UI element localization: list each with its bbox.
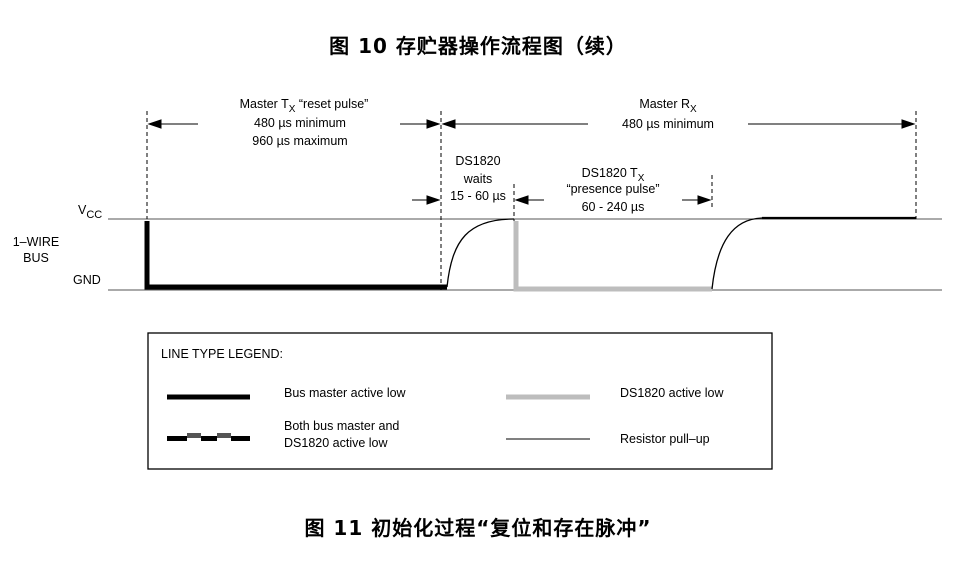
bus-label-line2: BUS <box>23 251 49 265</box>
master-rx-min: 480 µs minimum <box>622 117 714 131</box>
ds-waits-line3: 15 - 60 µs <box>450 189 506 203</box>
master-tx-title: Master TX “reset pulse” <box>240 97 369 115</box>
figure-caption-top: 图 10 存贮器操作流程图（续） <box>329 34 627 58</box>
ds-tx-range: 60 - 240 µs <box>582 200 645 214</box>
pullup-rise-2 <box>711 217 763 290</box>
master-tx-min: 480 µs minimum <box>254 116 346 130</box>
legend-label-both-line2: DS1820 active low <box>284 436 389 450</box>
ds-tx-title: DS1820 TX <box>582 166 645 184</box>
vcc-label: VCC <box>78 203 102 221</box>
bus-master-low-segment <box>144 221 447 290</box>
legend-title: LINE TYPE LEGEND: <box>161 347 283 361</box>
legend-label-pullup: Resistor pull–up <box>620 432 710 446</box>
master-tx-max: 960 µs maximum <box>252 134 347 148</box>
master-rx-title: Master RX <box>639 97 697 115</box>
legend-swatch-both <box>167 433 250 441</box>
timing-arrows <box>147 119 916 205</box>
bus-label-line1: 1–WIRE <box>13 235 60 249</box>
ds-waits-line1: DS1820 <box>455 154 500 168</box>
pullup-rise-1 <box>446 218 515 288</box>
legend-label-ds1820: DS1820 active low <box>620 386 725 400</box>
legend-box <box>147 332 773 470</box>
ds-tx-presence: “presence pulse” <box>566 182 659 196</box>
timing-markers <box>146 111 917 290</box>
legend-label-both-line1: Both bus master and <box>284 419 399 433</box>
legend-label-bus-master: Bus master active low <box>284 386 407 400</box>
ds1820-presence-segment <box>513 221 712 292</box>
figure-caption-bottom: 图 11 初始化过程“复位和存在脉冲” <box>304 516 652 540</box>
gnd-label: GND <box>73 273 101 287</box>
ds-waits-line2: waits <box>463 172 492 186</box>
